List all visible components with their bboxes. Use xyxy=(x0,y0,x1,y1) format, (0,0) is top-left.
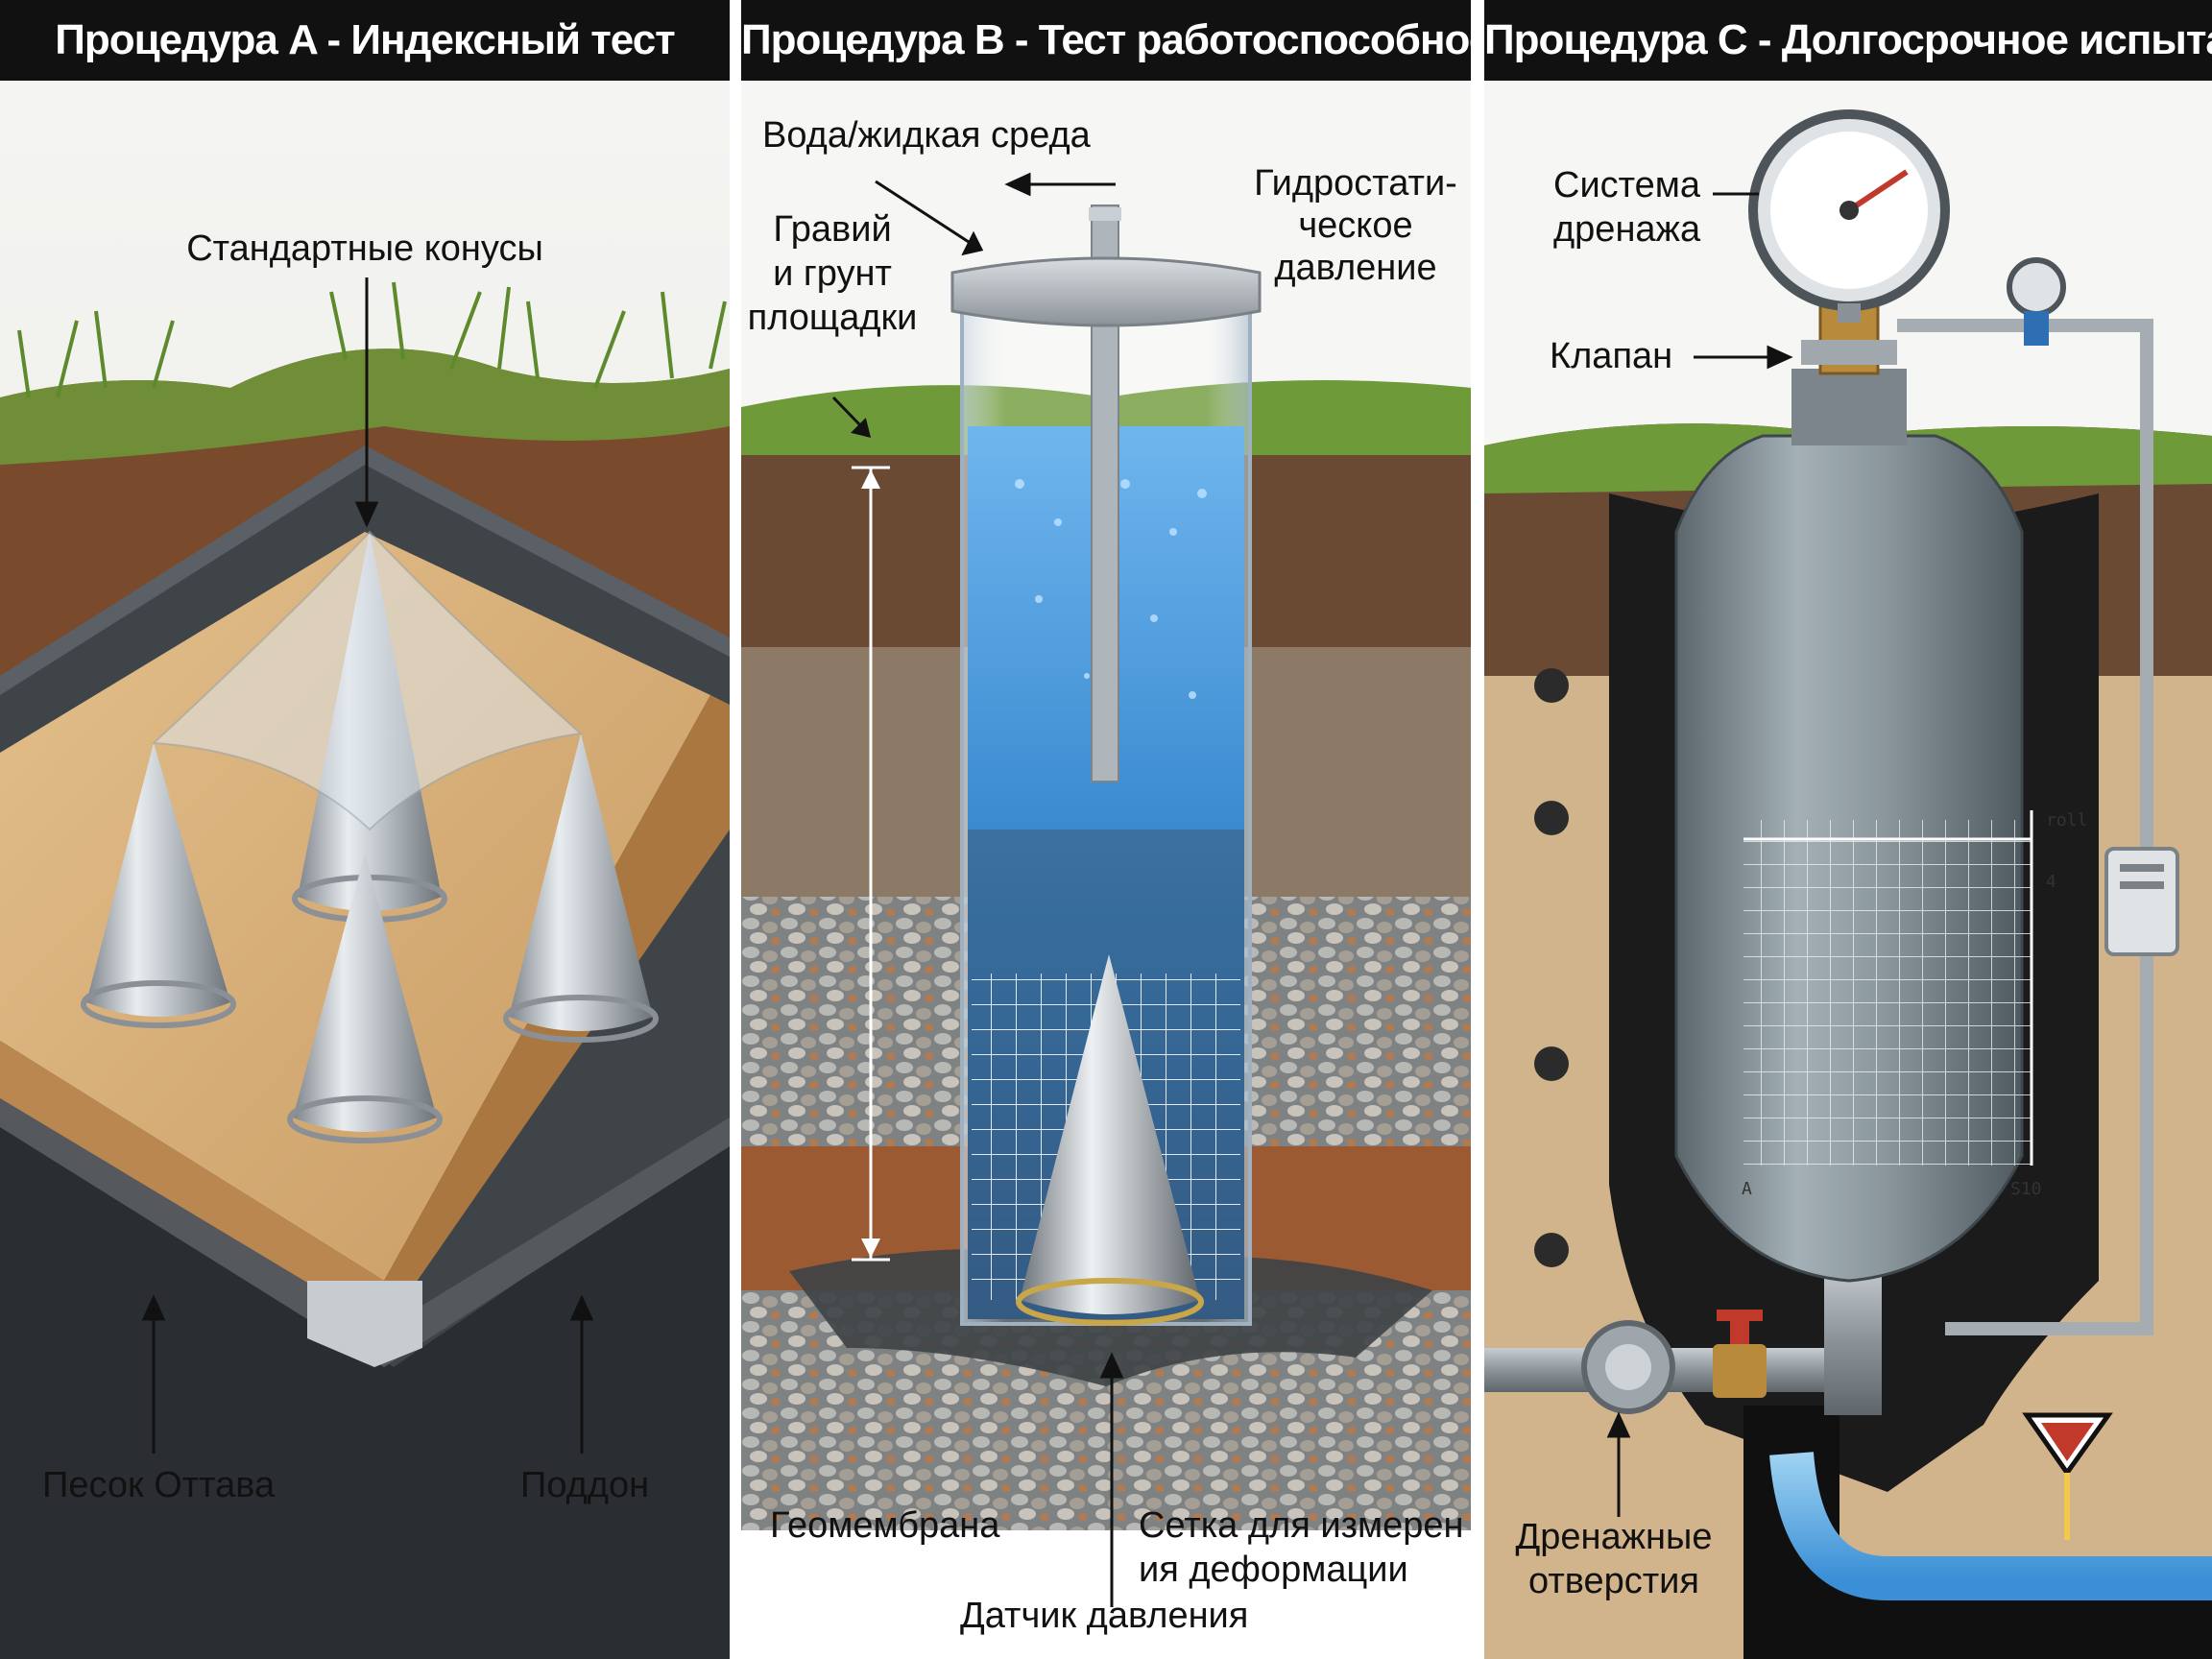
long-term-test-illustration: roll 4 A S10 xyxy=(1484,81,2212,1659)
scale-mark-bottom-left: A xyxy=(1742,1179,1752,1199)
sand-label: Песок Оттава xyxy=(42,1465,276,1505)
drainage-system-label-line1: Система xyxy=(1553,165,1701,205)
grid-label-line2: ия деформации xyxy=(1139,1550,1408,1590)
grid-label-line1: Сетка для измерен xyxy=(1139,1505,1464,1546)
performance-test-illustration xyxy=(741,81,1471,1659)
gravel-soil-label-line3: площадки xyxy=(747,298,918,338)
scale-mark-bottom-right: S10 xyxy=(2010,1179,2042,1199)
panel-procedure-c: Процедура C - Долгосрочное испытание xyxy=(1484,0,2212,1659)
panel-divider xyxy=(730,0,741,1659)
panel-divider xyxy=(1473,0,1484,1659)
hydrostatic-pressure-label-line2: ческое xyxy=(1298,205,1413,246)
hydrostatic-pressure-label-line1: Гидростати- xyxy=(1254,163,1457,204)
drain-holes-label-line2: отверстия xyxy=(1528,1561,1699,1601)
pressure-sensor-label: Датчик давления xyxy=(960,1596,1249,1636)
geomembrane-label: Геомембрана xyxy=(770,1505,1000,1546)
index-test-illustration xyxy=(0,81,730,1659)
scale-mark-top: roll xyxy=(2046,810,2087,830)
panel-title: Процедура B - Тест работоспособности xyxy=(741,0,1471,81)
hydrostatic-pressure-label-line3: давление xyxy=(1274,248,1437,288)
drain-holes-label-line1: Дренажные xyxy=(1515,1517,1713,1557)
gravel-soil-label-line2: и грунт xyxy=(773,253,892,294)
cones-label: Стандартные конусы xyxy=(186,228,543,269)
panel-title: Процедура C - Долгосрочное испытание xyxy=(1484,0,2212,81)
panel-procedure-a: Процедура A - Индексный тест xyxy=(0,0,730,1659)
panel-title: Процедура A - Индексный тест xyxy=(0,0,730,81)
tray-label: Поддон xyxy=(520,1465,650,1505)
pressure-gauge xyxy=(1748,109,1950,323)
scale-mark-mid: 4 xyxy=(2046,872,2056,892)
valve-label: Клапан xyxy=(1550,336,1673,376)
panel-procedure-b: Процедура B - Тест работоспособности xyxy=(741,0,1471,1659)
water-label: Вода/жидкая среда xyxy=(762,115,1091,156)
drain-holes xyxy=(1534,668,1569,1267)
drainage-system-label-line2: дренажа xyxy=(1553,209,1701,250)
gravel-soil-label-line1: Гравий xyxy=(773,209,892,250)
